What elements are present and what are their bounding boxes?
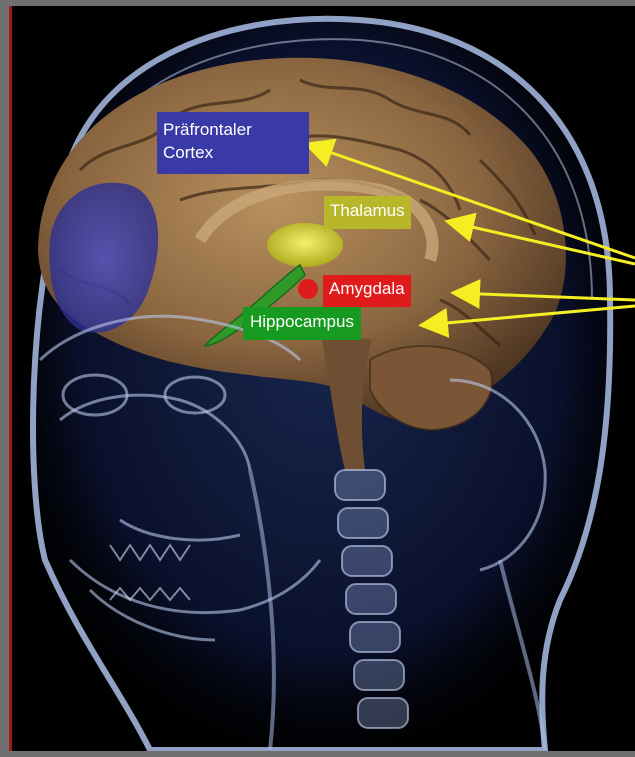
amygdala-region	[298, 279, 318, 299]
label-hippocampus: Hippocampus	[243, 307, 361, 340]
label-amygdala: Amygdala	[323, 275, 411, 307]
thalamus-region	[267, 223, 343, 267]
brain-scene	[12, 6, 635, 751]
label-prefrontal-cortex: Präfrontaler Cortex	[157, 112, 309, 174]
brain-illustration-canvas	[12, 6, 635, 751]
label-thalamus: Thalamus	[324, 196, 411, 229]
